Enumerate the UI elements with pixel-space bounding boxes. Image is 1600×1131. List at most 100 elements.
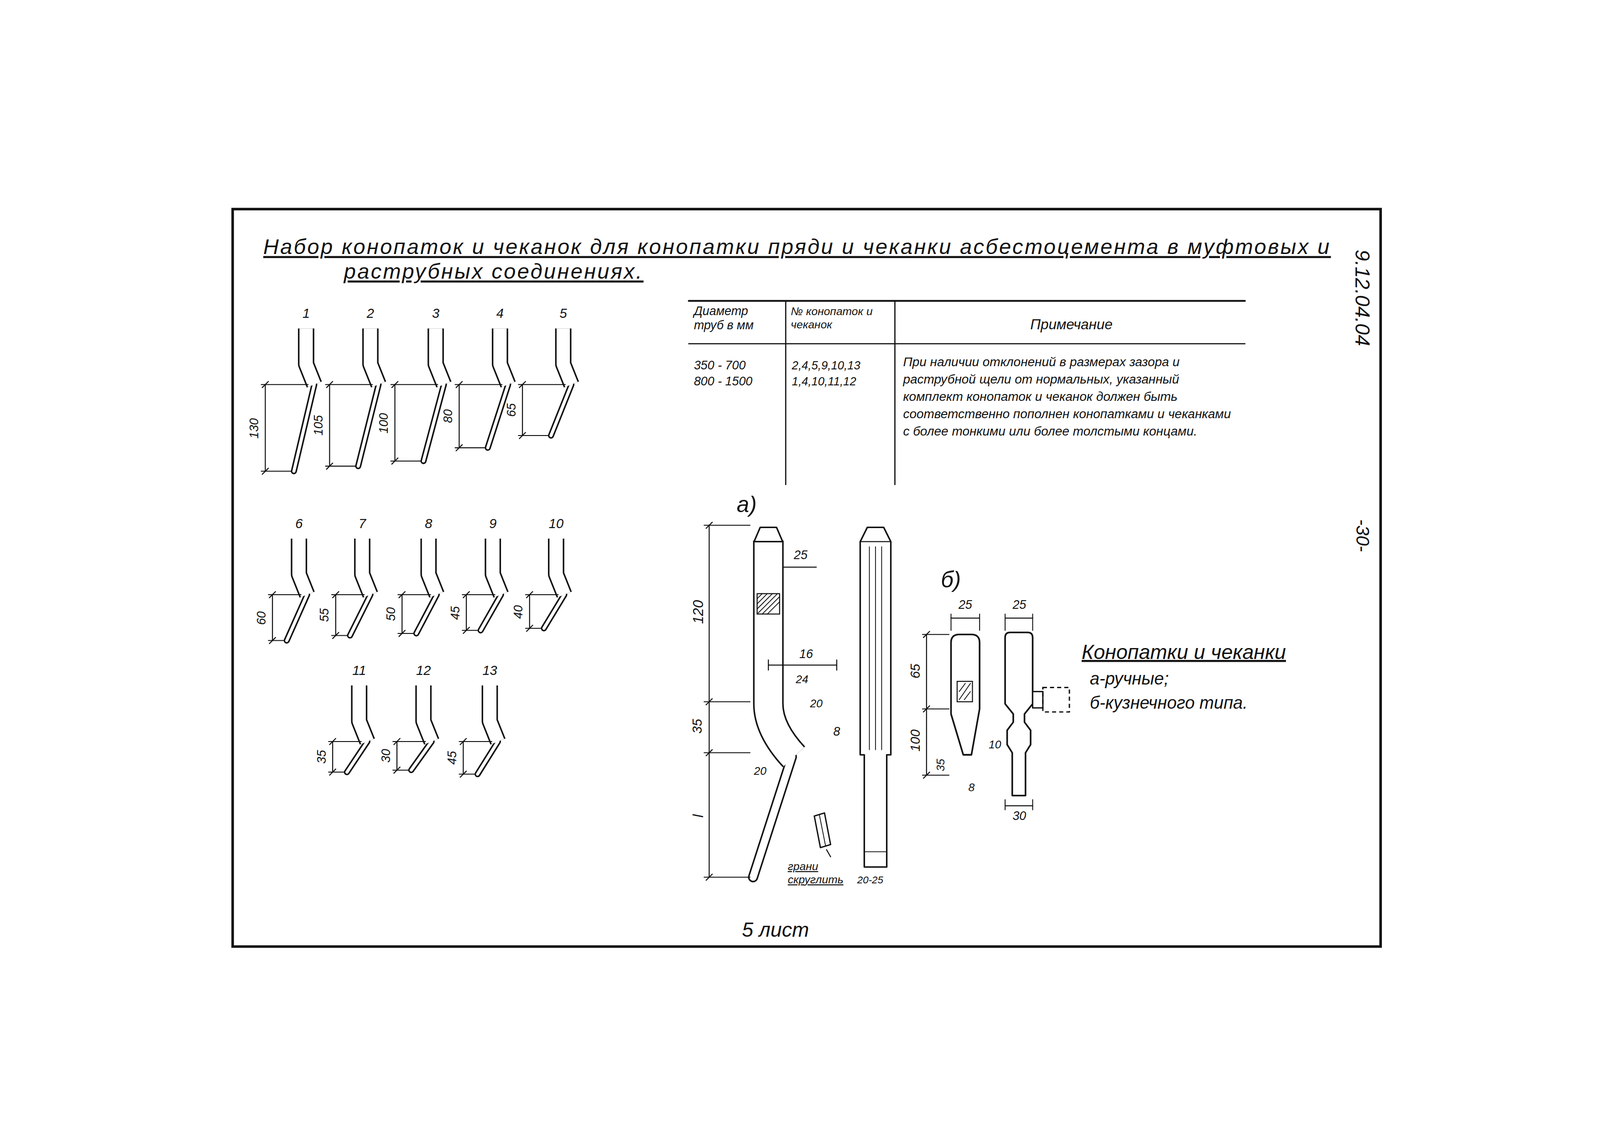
dimension-tick [399,591,406,598]
facet-line [875,547,876,751]
caption-line: б-кузнечного типа. [1089,693,1248,715]
dimension-line [264,384,266,472]
dimension-label: 10 [988,738,1001,752]
dimension-label: 120 [689,600,707,625]
dimension-tick [456,381,463,388]
dimension-label: 35 [690,719,706,734]
dimension-tick [463,591,470,598]
tool-blade [551,384,572,436]
hatch-line [757,594,763,600]
dimension-label: l [689,814,707,819]
dimension-label: 100 [377,412,392,434]
table-header: № конопаток и чеканок [790,305,891,332]
dimension-line [462,741,464,775]
tool-handle [768,540,794,757]
hatch-line [958,683,965,693]
tool-blade [543,594,565,629]
dimension-tick [332,591,339,598]
caption-heading: Конопатки и чеканки [1081,641,1287,665]
dimension-label: 35 [315,750,330,765]
tool-handle [489,685,499,742]
extension-line [268,640,285,642]
callout-number: 11 [352,663,366,679]
tool-handle [768,540,794,757]
table-rule [785,301,787,485]
tool-blade [543,594,565,629]
tool-blade [293,384,315,472]
dimension-label: 30 [379,749,394,763]
tool-handle [306,328,315,385]
dimension-line [768,664,837,666]
table-cell: 2,4,5,9,10,13 [792,359,861,373]
extension-line [261,384,309,386]
dimension-line [328,384,330,467]
table-header: Диаметр труб в мм [693,305,768,334]
outline [859,541,891,543]
callout-number: 7 [358,516,366,532]
table-rule [894,301,896,485]
extension-line [703,525,751,527]
drawing-title: Набор конопаток и чеканок для конопатки … [263,234,1395,284]
tool-blade [293,384,315,472]
dimension-line [1005,617,1033,619]
dimension-label: 65 [505,403,520,417]
edge-detail [819,815,826,846]
table-note: При наличии отклонений в размерах зазора… [902,354,1240,441]
dimension-tick [526,625,533,632]
dimension-tick [399,630,406,637]
facet-line [869,547,871,751]
dimension-tick [326,381,333,388]
callout-number: 4 [496,306,504,322]
dimension-tick [393,767,400,774]
edge-detail [814,813,831,849]
tool-handle [298,538,308,595]
section-hatch [957,681,973,703]
wedge-pin [1042,687,1070,713]
tool-handle [500,328,509,385]
extension-line [703,701,751,703]
hatch-line [757,594,778,615]
extension-line [390,384,438,386]
dimension-tick [460,771,467,778]
tool-blade [411,741,432,771]
dimension-tick [836,660,838,671]
extension-line [455,384,503,386]
extension-line [979,614,980,631]
dimension-label: 8 [833,725,841,740]
leader-line [826,849,831,858]
tool-blade [286,594,308,642]
extension-line [525,628,543,630]
tool-handle [556,538,565,595]
dimension-tick [332,632,339,639]
dimension-label: 35 [934,759,948,772]
dimension-tick [391,381,398,388]
table-cell: 350 - 700 [693,359,746,374]
dimension-tick [262,381,269,388]
tool-blade [346,741,368,773]
dimension-tick [706,698,713,705]
facet-line [881,547,883,751]
table-cell: 800 - 1500 [693,375,753,390]
wedge-pin [1032,691,1043,709]
dimension-tick [326,463,333,470]
forged-tool-side [1005,632,1033,797]
dimension-label: 130 [248,417,263,439]
tool-blade [416,594,438,634]
dimension-line [396,741,398,771]
tool-side-view [859,527,891,868]
dimension-label: 20 [810,697,823,711]
dimension-line [401,594,403,634]
extension-line [1004,800,1006,811]
tool-handle [428,538,437,595]
tool-handle [423,685,432,742]
dimension-line [529,594,531,629]
extension-line [397,633,415,635]
tool-handle [423,685,432,742]
callout-number: 6 [295,516,303,532]
extension-line [392,770,410,772]
dimension-label: 25 [793,548,808,563]
tool-handle [306,328,315,385]
dimension-label: 24 [795,672,808,686]
dimension-label: 45 [448,605,464,620]
extension-line [1031,614,1033,631]
